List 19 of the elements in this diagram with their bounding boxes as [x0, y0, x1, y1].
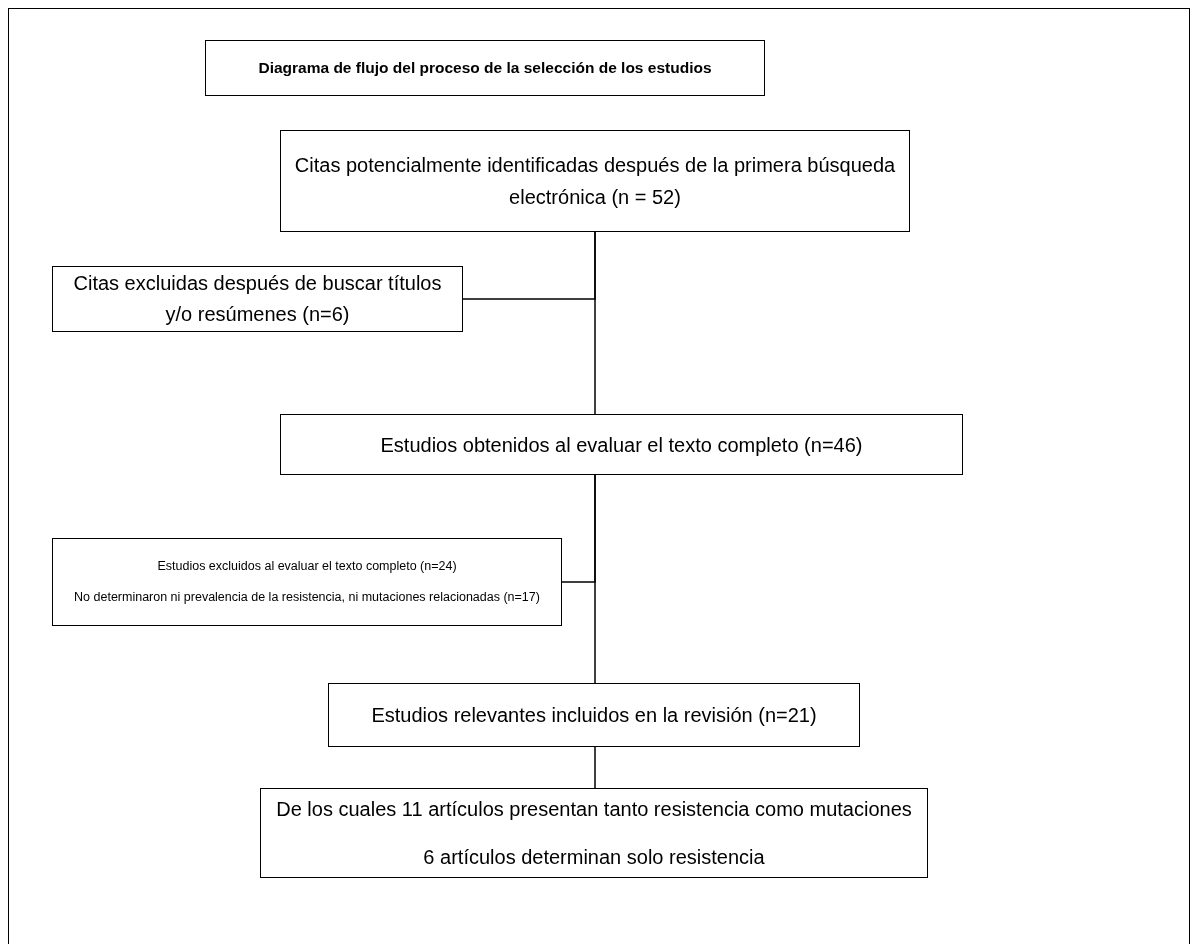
process-box	[52, 538, 562, 626]
box-text: Estudios excluidos al evaluar el texto completo (n=24)	[157, 557, 457, 575]
process-box	[280, 130, 910, 232]
box-text: Citas excluidas después de buscar títulos y/o resúmenes (n=6)	[72, 271, 443, 327]
title-box	[205, 40, 765, 96]
box-text: Diagrama de flujo del proceso de la selección de los estudios	[258, 58, 712, 78]
process-box	[52, 266, 463, 332]
box-text: De los cuales 11 artículos presentan tanto resistencia como mutaciones	[276, 797, 912, 822]
box-note: 6 artículos determinan solo resistencia	[423, 845, 765, 870]
box-note: No determinaron ni prevalencia de la resistencia, ni mutaciones relacionadas (n=17)	[74, 589, 540, 606]
process-box	[328, 683, 860, 747]
box-text: Citas potencialmente identificadas después de la primera búsqueda electrónica (n = 52)	[293, 153, 897, 210]
connector-line	[561, 474, 596, 583]
connector-line	[594, 746, 596, 789]
process-box	[280, 414, 963, 475]
connector-line	[462, 231, 596, 300]
box-text: Estudios obtenidos al evaluar el texto completo (n=46)	[380, 432, 863, 458]
process-box	[260, 788, 928, 878]
box-text: Estudios relevantes incluidos en la revisión (n=21)	[371, 703, 817, 728]
